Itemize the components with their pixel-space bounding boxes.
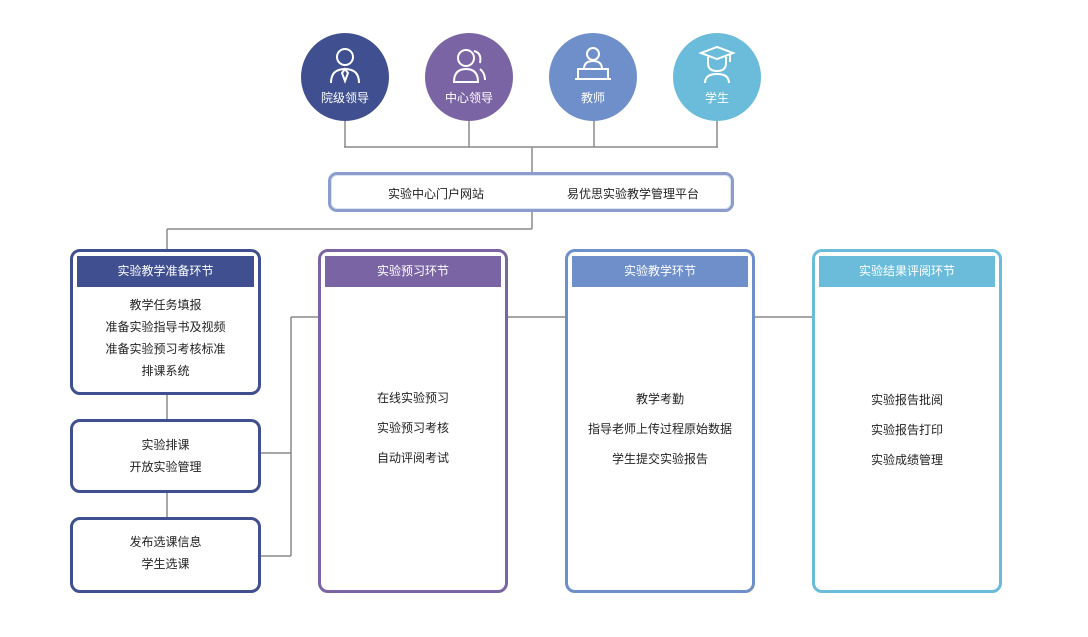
role-label: 教师 [580, 91, 605, 105]
list-item: 实验报告打印 [870, 423, 943, 437]
list-item: 教学考勤 [635, 392, 684, 406]
list-item: 实验报告批阅 [870, 393, 943, 407]
list-item: 发布选课信息 [129, 535, 202, 549]
role-label: 学生 [704, 91, 729, 105]
list-item: 在线实验预习 [376, 391, 449, 405]
prep-list: 教学任务填报 准备实验指导书及视频 准备实验预习考核标准 排课系统 [73, 294, 258, 382]
list-item: 排课系统 [141, 364, 190, 378]
list-item: 准备实验指导书及视频 [105, 320, 226, 334]
prep-title: 实验教学准备环节 [77, 256, 254, 287]
review-card: 实验结果评阅环节 实验报告批阅 实验报告打印 实验成绩管理 [812, 249, 1002, 593]
role-teacher: 教师 [549, 33, 637, 121]
list-item: 准备实验预习考核标准 [105, 342, 226, 356]
selection-list: 发布选课信息 学生选课 [73, 531, 258, 575]
teaching-title: 实验教学环节 [572, 256, 748, 287]
portal-bar: 实验中心门户网站 易优思实验教学管理平台 [328, 172, 734, 212]
role-label: 中心领导 [444, 91, 493, 105]
list-item: 教学任务填报 [129, 298, 202, 312]
preview-card: 实验预习环节 在线实验预习 实验预习考核 自动评阅考试 [318, 249, 508, 593]
student-icon [698, 45, 736, 84]
teaching-card: 实验教学环节 教学考勤 指导老师上传过程原始数据 学生提交实验报告 [565, 249, 755, 593]
teacher-icon [575, 47, 611, 80]
group-icon [452, 49, 486, 83]
review-title: 实验结果评阅环节 [819, 256, 995, 287]
schedule-list: 实验排课 开放实验管理 [73, 434, 258, 478]
platform-label: 易优思实验教学管理平台 [567, 187, 700, 201]
selection-card: 发布选课信息 学生选课 [70, 517, 261, 593]
preview-list: 在线实验预习 实验预习考核 自动评阅考试 [321, 383, 505, 473]
list-item: 自动评阅考试 [376, 451, 449, 465]
list-item: 实验成绩管理 [870, 453, 943, 467]
role-student: 学生 [673, 33, 761, 121]
preview-title: 实验预习环节 [325, 256, 501, 287]
leader-icon [330, 48, 360, 84]
list-item: 指导老师上传过程原始数据 [587, 422, 732, 436]
role-center-leader: 中心领导 [425, 33, 513, 121]
list-item: 学生提交实验报告 [611, 452, 708, 466]
list-item: 开放实验管理 [129, 460, 202, 474]
list-item: 学生选课 [141, 557, 190, 571]
portal-site-label: 实验中心门户网站 [388, 187, 485, 201]
role-college-leader: 院级领导 [301, 33, 389, 121]
role-label: 院级领导 [320, 91, 369, 105]
schedule-card: 实验排课 开放实验管理 [70, 419, 261, 493]
teaching-list: 教学考勤 指导老师上传过程原始数据 学生提交实验报告 [568, 384, 752, 474]
review-list: 实验报告批阅 实验报告打印 实验成绩管理 [815, 385, 999, 475]
list-item: 实验预习考核 [376, 421, 449, 435]
prep-card: 实验教学准备环节 教学任务填报 准备实验指导书及视频 准备实验预习考核标准 排课… [70, 249, 261, 395]
list-item: 实验排课 [141, 438, 190, 452]
